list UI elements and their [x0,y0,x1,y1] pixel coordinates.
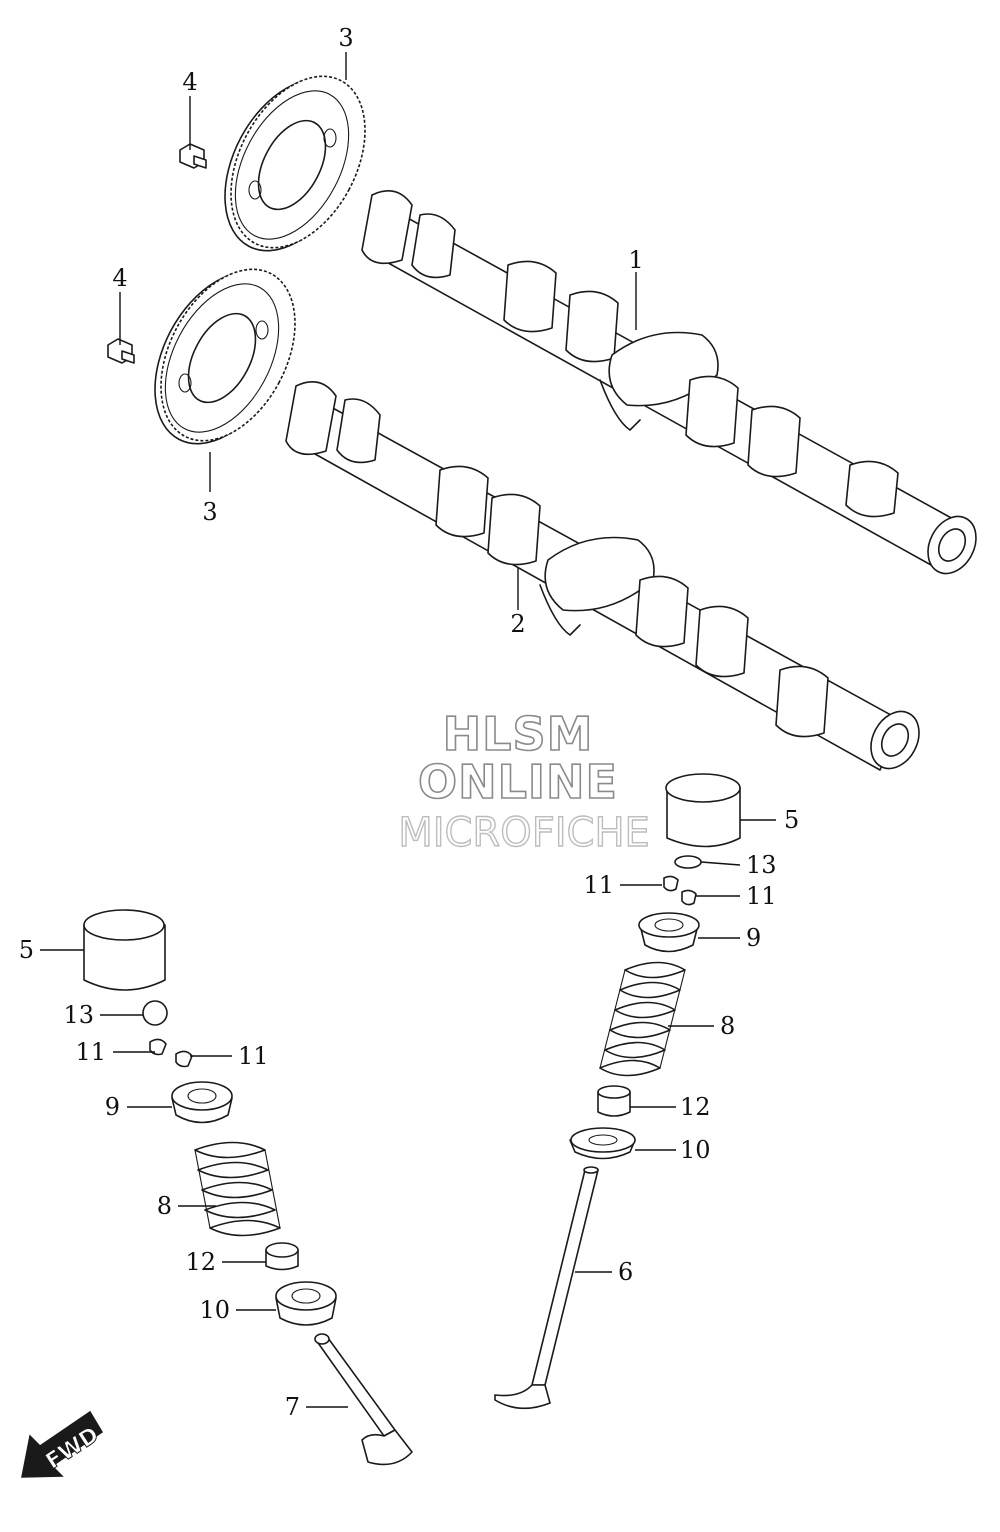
callout-12-right-seal: 12 [680,1093,711,1121]
watermark-line-1: HLSM [443,707,594,761]
spring-seat-right [569,1127,636,1160]
callout-10-left-seat: 10 [199,1296,230,1324]
spring-seat-left [275,1281,337,1326]
callout-6-exhaust-valve: 6 [618,1258,633,1286]
callout-9-left-retainer: 9 [105,1093,120,1121]
callout-11-left-cotter-b: 11 [238,1042,269,1070]
cotter-right [663,875,697,906]
callout-5-right-tappet: 5 [784,806,799,834]
valve-spring-right [599,961,686,1077]
spring-retainer-left [171,1081,233,1124]
callout-7-intake-valve: 7 [285,1393,300,1421]
callout-9-right-retainer: 9 [746,924,761,952]
callout-8-left-spring: 8 [157,1192,172,1220]
callout-12-left-seal: 12 [185,1248,216,1276]
callout-labels: 3 4 4 3 1 2 5 13 11 11 9 8 12 10 6 5 13 … [19,24,800,1421]
valve-stem-seal-right [597,1085,631,1117]
callout-4-upper-bolt: 4 [182,68,197,96]
intake-valve-left [314,1333,413,1466]
shim-left [142,1000,168,1026]
valve-stem-seal-left [265,1242,299,1271]
callout-11-right-cotter-a: 11 [583,871,614,899]
callout-3-lower-sprocket: 3 [202,498,217,526]
valve-spring-left [194,1141,281,1237]
callout-4-lower-bolt: 4 [112,264,127,292]
callout-8-right-spring: 8 [720,1012,735,1040]
tappet-left [83,909,166,991]
callout-10-right-seat: 10 [680,1136,711,1164]
spring-retainer-right [638,912,700,953]
cotter-left [149,1038,193,1068]
shim-right [674,855,702,869]
camshaft-intake [361,189,977,575]
callout-11-left-cotter-a: 11 [75,1038,106,1066]
callout-5-left-tappet: 5 [19,936,34,964]
leader-lines [40,52,776,1408]
callout-3-upper-sprocket: 3 [338,24,353,52]
camshaft-sprocket-lower [154,268,296,445]
forward-arrow-icon: FWD [21,1410,104,1478]
exhaust-valve-right [494,1166,599,1410]
callout-11-right-cotter-b: 11 [746,882,777,910]
camshaft-exhaust [285,380,920,771]
watermark: HLSM ONLINE MICROFICHE [397,706,650,857]
callout-13-right-shim: 13 [746,851,777,879]
callout-1-camshaft: 1 [628,246,643,274]
sprocket-bolt-lower [107,338,135,364]
watermark-line-3: MICROFICHE [398,810,650,856]
watermark-line-2: ONLINE [418,755,618,809]
sprocket-bolt-upper [179,143,207,169]
camshaft-sprocket-upper [224,75,366,252]
callout-13-left-shim: 13 [63,1001,94,1029]
tappet-right [665,773,741,848]
callout-2-camshaft: 2 [510,610,525,638]
